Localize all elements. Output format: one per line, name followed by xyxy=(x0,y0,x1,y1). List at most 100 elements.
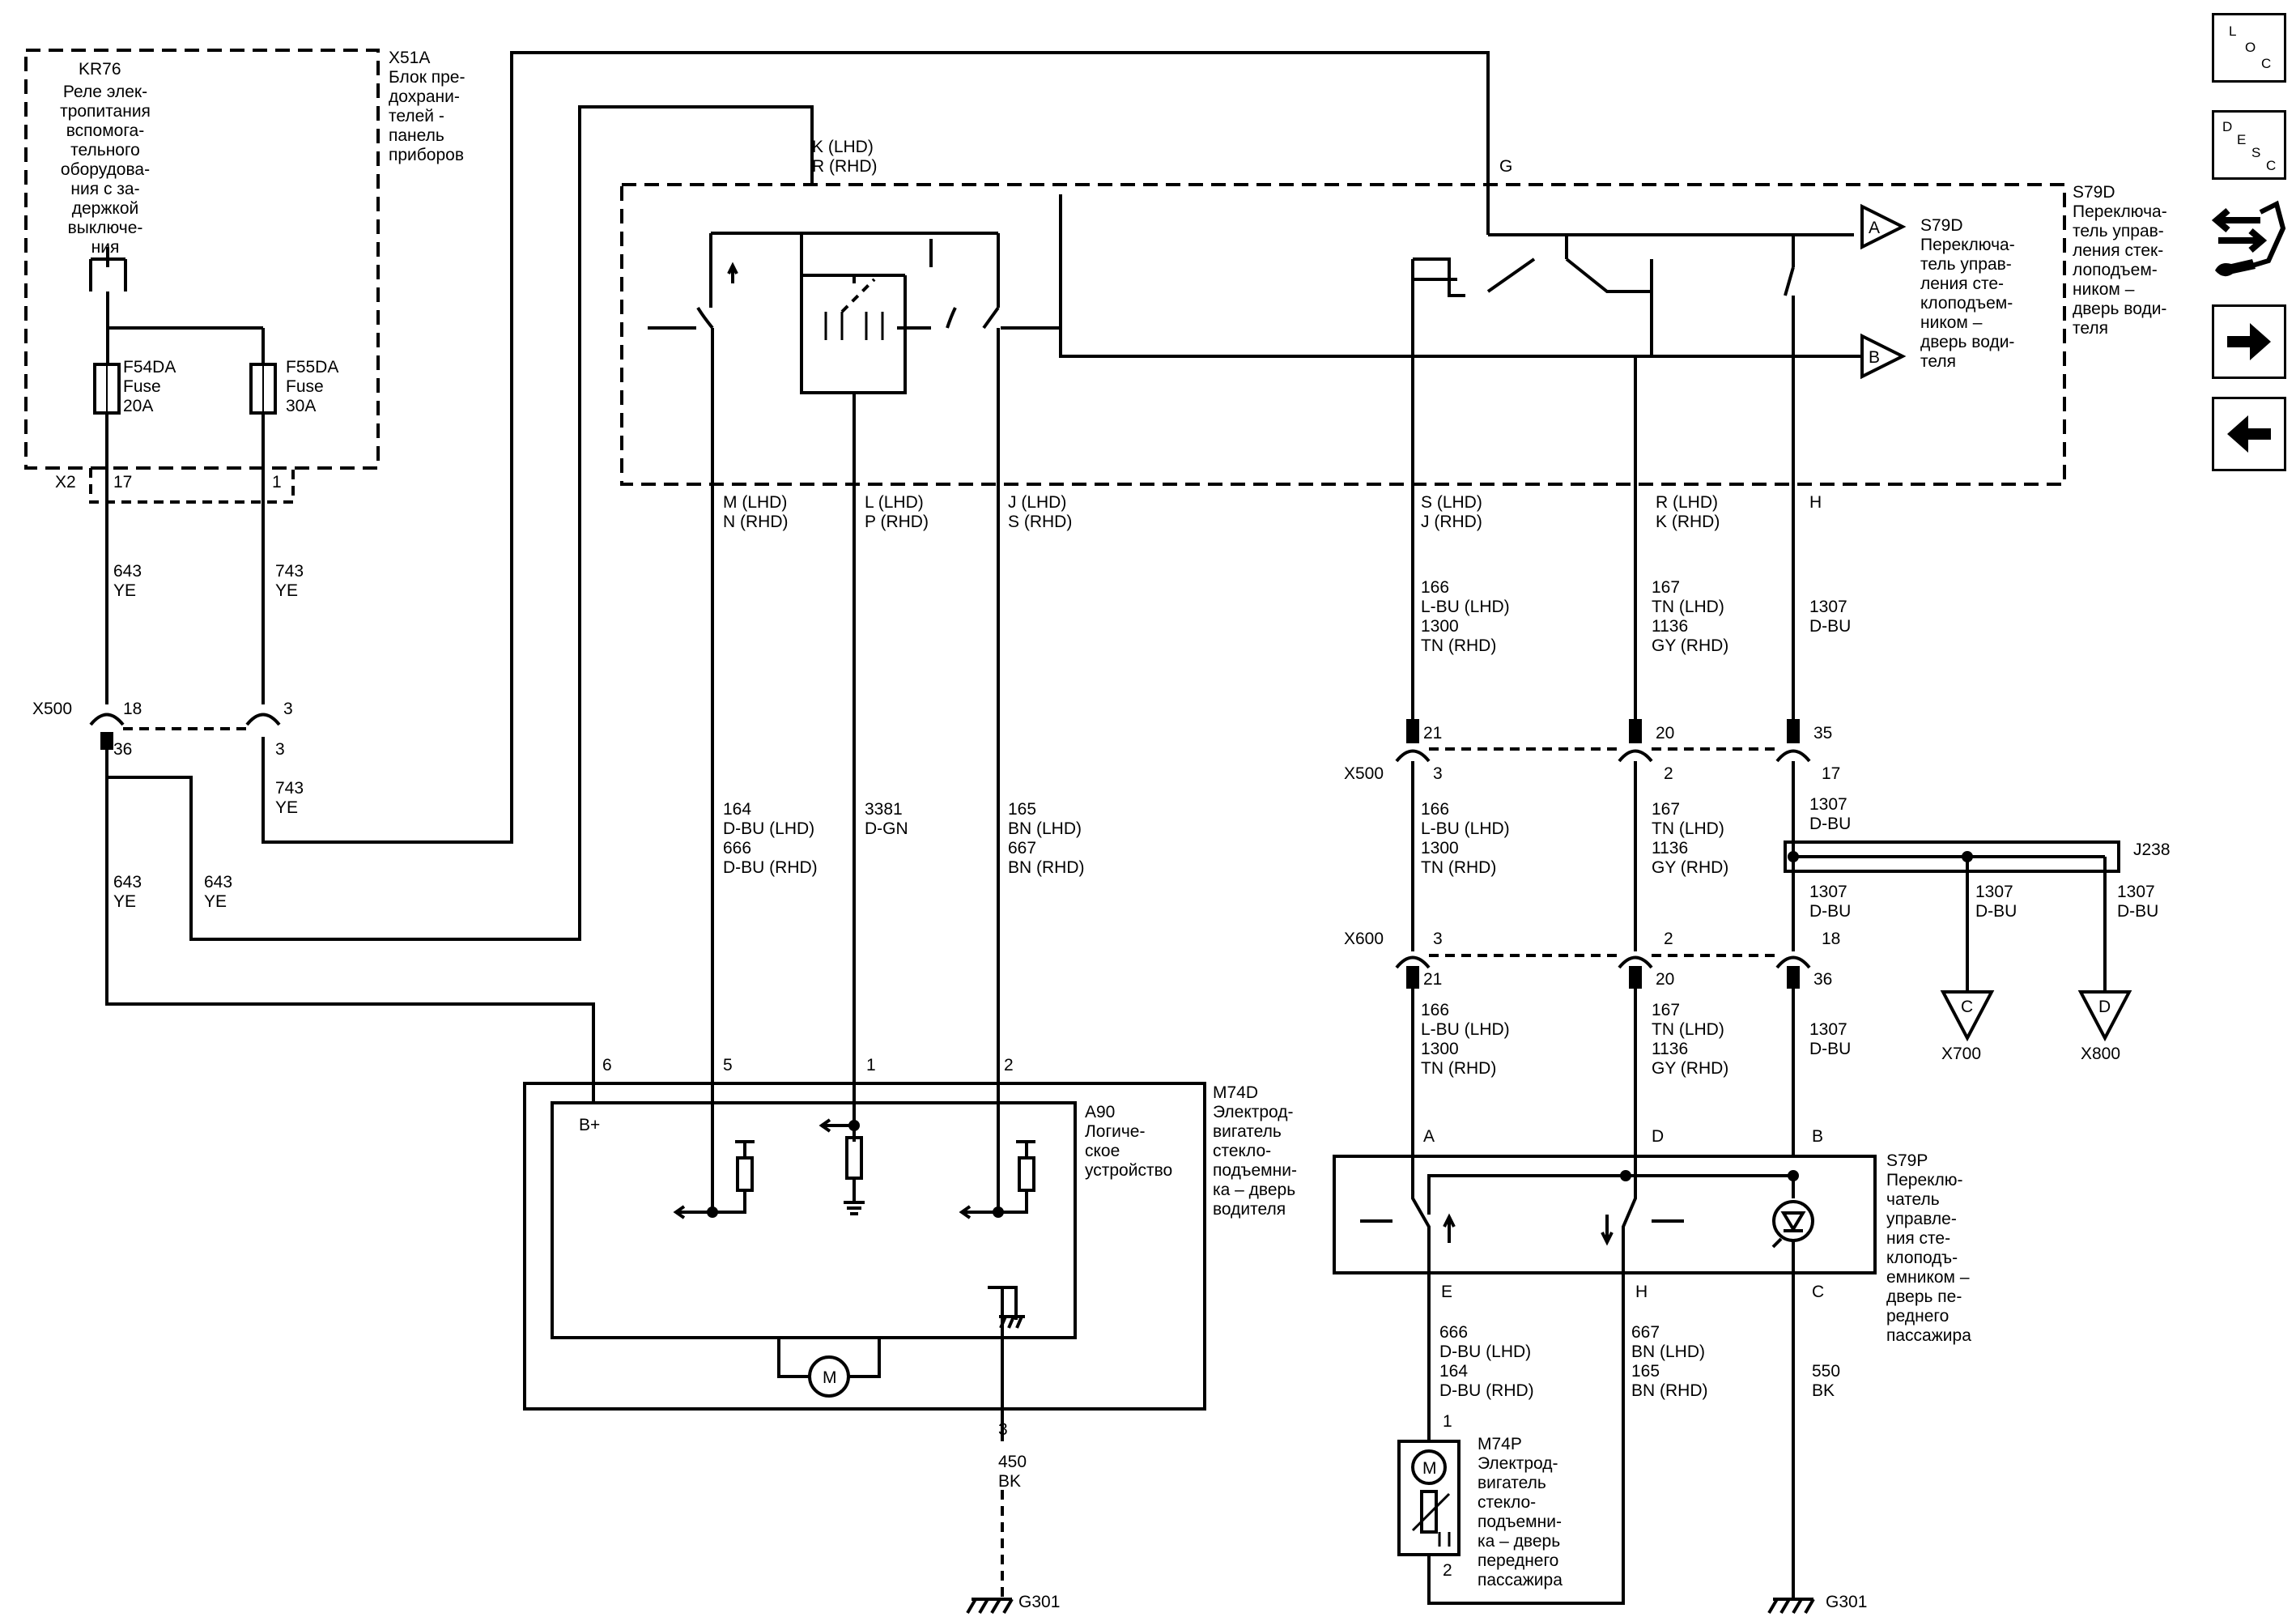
x600-labels: X600 3 21 2 20 18 36 xyxy=(1344,930,1840,989)
label-offpage-1-id: X800 xyxy=(2081,1045,2120,1063)
s79p-lamp-diode xyxy=(1771,1211,1806,1249)
s79d-b-bus xyxy=(1059,194,1878,358)
fuse-output-wires xyxy=(105,413,265,704)
next-page-button[interactable] xyxy=(2212,304,2286,379)
w3381-1: 3381 xyxy=(865,800,903,819)
m74p-id: M74P xyxy=(1478,1435,1522,1453)
label-s79p-pins_bottom-1: H xyxy=(1635,1283,1648,1301)
s79p-to-motor-wires xyxy=(1427,1287,1625,1605)
relay-contact-symbol xyxy=(89,247,127,291)
fuse-block-label: X51A Блок пре- дохрани- телей - панель п… xyxy=(389,49,465,164)
label-wires-w450-0: 450 xyxy=(998,1453,1027,1471)
label-x500-pins_right-1: 3 xyxy=(1433,764,1443,783)
s79d-inner-label: S79D Переключа- тель управ- ления сте- к… xyxy=(1920,216,2015,371)
x500-pin-36: 36 xyxy=(113,740,132,759)
label-wires-w166c-0: 166 xyxy=(1421,1001,1449,1019)
s79d-center-link xyxy=(840,278,876,313)
w164-2: D-BU (LHD) xyxy=(723,819,814,838)
fuse-f55da-id: F55DA xyxy=(286,358,338,377)
label-x600-pins-5: 36 xyxy=(1813,970,1832,989)
label-s79p-name-1: чатель xyxy=(1886,1190,1940,1209)
label-wires-w666-1: D-BU (LHD) xyxy=(1439,1343,1531,1361)
label-wires-w1307d-0: 1307 xyxy=(1975,883,2013,901)
label-wires-w167c-2: 1136 xyxy=(1652,1040,1688,1058)
s79d-left-contacts xyxy=(648,306,1000,474)
label-m74p-pins-1: 2 xyxy=(1443,1561,1452,1580)
label-s79p-pins_bottom-0: E xyxy=(1441,1283,1452,1301)
x2-id: X2 xyxy=(55,473,76,491)
s79d-conn-b-symbol xyxy=(1860,333,1907,380)
pass-wire-labels-a: 166 L-BU (LHD) 1300 TN (RHD) 167 TN (LHD… xyxy=(1421,578,1851,655)
x500-right-sockets xyxy=(1395,749,1811,763)
wrench-arrows-icon xyxy=(2212,200,2286,277)
label-x600-pins-0: 3 xyxy=(1433,930,1443,948)
fuse-labels: F54DA Fuse 20A F55DA Fuse 30A xyxy=(123,358,338,415)
label-wires-w666-2: 164 xyxy=(1439,1362,1468,1381)
s79d-pin-k: K (LHD) xyxy=(812,138,874,156)
x500-to-x600-wires xyxy=(1411,761,1795,951)
label-m74d-pins-2: 1 xyxy=(866,1056,876,1074)
fuse-elements xyxy=(106,364,264,413)
fuse-block-name-5: приборов xyxy=(389,146,464,164)
label-m74p-name-3: подъемни- xyxy=(1478,1513,1562,1531)
w165-2: BN (LHD) xyxy=(1008,819,1082,838)
fuse-block-id: X51A xyxy=(389,49,430,67)
w164-1: 164 xyxy=(723,800,751,819)
wire-643-to-switch xyxy=(107,105,814,941)
pin-s: S (RHD) xyxy=(1008,513,1072,531)
label-s79p-name-8: пассажира xyxy=(1886,1326,1971,1345)
s79p-out-labels: 666 D-BU (LHD) 164 D-BU (RHD) 667 BN (LH… xyxy=(1439,1323,1840,1400)
s79d-inner-1: Переключа- xyxy=(1920,236,2015,254)
w165-3: 667 xyxy=(1008,839,1036,857)
x500-left-pin-mark xyxy=(100,732,113,750)
pin-n: N (RHD) xyxy=(723,513,788,531)
label-s79p-name-3: ния сте- xyxy=(1886,1229,1950,1248)
label-wires-w667-3: BN (RHD) xyxy=(1631,1381,1708,1400)
m74d-label: M74D Электрод- вигатель стекло- подъемни… xyxy=(1213,1083,1297,1219)
s79d-conn-labels: A B xyxy=(1869,219,1880,367)
label-m74d-name-0: Электрод- xyxy=(1213,1103,1294,1121)
label-s79p-name-6: дверь пе- xyxy=(1886,1287,1962,1306)
label-wires-w166b-3: TN (RHD) xyxy=(1421,858,1496,877)
label-wires-w1307d-1: D-BU xyxy=(1975,902,2017,921)
relay-name-4: тельного xyxy=(70,141,140,160)
repair-tool-button[interactable] xyxy=(2212,196,2286,283)
relay-name-2: тропитания xyxy=(60,102,151,121)
location-button[interactable]: L O C xyxy=(2212,13,2286,83)
label-s79p-pins_bottom-2: C xyxy=(1812,1283,1824,1301)
s79d-name-2: тель управ- xyxy=(2073,222,2164,240)
s79d-conn-b: B xyxy=(1869,348,1880,367)
previous-page-button[interactable] xyxy=(2212,397,2286,471)
relay-name-6: ния с за- xyxy=(70,180,139,198)
label-wires-w166c-2: 1300 xyxy=(1421,1040,1459,1058)
wire-643c-color: YE xyxy=(204,892,227,911)
x500-left-id: X500 xyxy=(32,700,72,718)
w165-4: BN (RHD) xyxy=(1008,858,1085,877)
label-wires-w1307f-0: 1307 xyxy=(1809,1020,1847,1039)
j238-splice xyxy=(1784,840,2120,873)
x2-labels: X2 17 1 xyxy=(55,473,282,491)
wire-labels-upper-left: 643 YE 743 YE xyxy=(113,562,304,600)
s79d-right-verticals xyxy=(1411,259,1653,356)
s79d-name-6: дверь води- xyxy=(2073,300,2166,318)
label-wires-w167a-2: 1136 xyxy=(1652,617,1688,636)
pin-k-rhd: K (RHD) xyxy=(1656,513,1720,531)
wire-643c-num: 643 xyxy=(204,873,232,891)
s79p-arrow-up xyxy=(1443,1213,1456,1243)
x500-left-sockets xyxy=(89,713,281,726)
wire-743-num: 743 xyxy=(275,562,304,581)
label-wires-w167c-3: GY (RHD) xyxy=(1652,1059,1728,1078)
label-x500-pins_right-0: 21 xyxy=(1423,724,1442,743)
x600-id: X600 xyxy=(1344,930,1384,948)
loc-letter-l: L xyxy=(2229,23,2237,39)
g301-left-labels: 450 BK G301 xyxy=(998,1453,1060,1611)
label-wires-w550-1: BK xyxy=(1812,1381,1835,1400)
label-s79p-name-4: клоподъ- xyxy=(1886,1249,1958,1267)
label-wires-w667-1: BN (LHD) xyxy=(1631,1343,1705,1361)
g301-right: G301 xyxy=(1826,1593,1867,1611)
label-wires-w167b-0: 167 xyxy=(1652,800,1680,819)
s79d-to-x500-wires xyxy=(1411,356,1795,721)
label-wires-w166b-1: L-BU (LHD) xyxy=(1421,819,1510,838)
relay-feed-wire xyxy=(106,291,265,364)
description-button[interactable]: D E S C xyxy=(2212,110,2286,180)
